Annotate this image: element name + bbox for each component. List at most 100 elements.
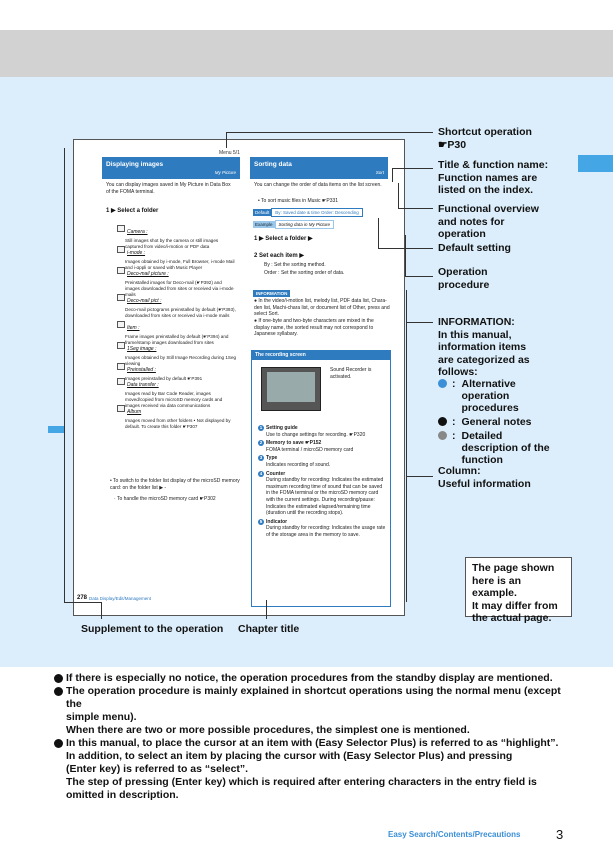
recording-item-heading: Memory to save ☛P152 <box>266 440 322 447</box>
recording-item-heading: Counter <box>266 470 286 477</box>
left-item-name: Album <box>127 409 142 415</box>
folder-icon <box>117 321 125 329</box>
recording-item-desc: During standby for recording: Indicates … <box>266 477 384 517</box>
callout-information: INFORMATION:In this manual,information i… <box>438 316 530 378</box>
supplement-2: · To handle the microSD memory card ☛P30… <box>114 496 216 502</box>
note-item: If there is especially no notice, the op… <box>54 672 574 685</box>
folder-icon <box>117 342 125 350</box>
left-item: Camera :Still images shot by the camera … <box>117 220 237 250</box>
left-item-desc: Deco-mail pictograms preinstalled by def… <box>125 307 236 318</box>
item-number-icon: 3 <box>258 455 264 462</box>
information-1: ● In the video/i-motion list, melody lis… <box>254 298 390 318</box>
callout-supplement: Supplement to the operation <box>81 623 224 635</box>
recording-item-heading: Setting guide <box>266 425 298 431</box>
left-item-name: 1Seg image : <box>127 346 157 352</box>
left-item-desc: Frame images preinstalled by default (☛P… <box>125 334 229 345</box>
folder-icon <box>117 378 125 386</box>
phone-screen-illustration <box>261 367 321 411</box>
left-item: 1Seg image : Images obtained by Still Ima… <box>117 337 237 367</box>
left-item-desc: Images obtained by Still Image Recording… <box>125 355 237 366</box>
left-item-desc: Preinstalled images for Deco-mail (☛P392… <box>125 280 234 297</box>
left-step-1: 1 ▶ Select a folder <box>106 208 159 214</box>
item-number-icon: 5 <box>258 518 264 525</box>
recording-item-desc: During standby for recording: Indicates … <box>266 525 386 538</box>
information-item-label: Detailed description of the function <box>461 430 550 466</box>
right-bullet: • To sort music files in Music ☛P331 <box>258 198 339 204</box>
callout-column: Column:Useful information <box>438 465 531 490</box>
information-label: INFORMATION <box>253 290 291 297</box>
order-text: Order : Set the sorting order of data. <box>264 270 345 276</box>
line-shortcut-v <box>226 132 227 148</box>
line-supplement-drop <box>101 602 102 619</box>
section-tab <box>578 155 613 172</box>
recording-title: The recording screen <box>252 351 390 360</box>
recording-item-heading: Indicator <box>266 518 288 525</box>
information-2: ● If one-byte and two-byte characters ar… <box>254 318 374 338</box>
note-continuation: In addition, to select an item by placin… <box>66 750 513 762</box>
left-item: Deco-mail picture : Preinstalled images f… <box>117 262 237 298</box>
note-continuation: omitted in description. <box>66 789 179 801</box>
left-item-name: Data transfer : <box>127 382 159 388</box>
line-default-v <box>378 218 379 248</box>
left-item-name: Deco-mail pict : <box>127 298 162 304</box>
left-item-name: Deco-mail picture : <box>127 271 169 277</box>
information-item-label: Alternative operation procedures <box>461 378 519 414</box>
recording-item-desc: Indicates recording of sound. <box>266 461 331 468</box>
right-step-1: 1 ▶ Select a folder ▶ <box>254 236 313 242</box>
left-item: Data transfer :Images read by Bar Code R… <box>117 373 237 409</box>
left-item-name: Item : <box>127 325 140 331</box>
left-intro: You can display images saved in My Pictu… <box>106 182 231 195</box>
footer-title: Easy Search/Contents/Precautions <box>388 830 521 839</box>
left-item: i-mode :Images obtained by i-mode, Full … <box>117 241 237 271</box>
line-title <box>392 168 433 169</box>
bullet-icon <box>438 379 447 388</box>
note-continuation: simple menu). <box>66 711 137 723</box>
folder-icon <box>117 294 125 302</box>
left-item-desc: Images preinstalled by default ☛P391 <box>125 376 203 381</box>
left-item: Preinstalled : Images preinstalled by def… <box>117 358 237 382</box>
information-item-label: General notes <box>461 416 532 428</box>
menu-number: Menu 5/1 <box>219 150 240 156</box>
sample-page-number: 278 <box>77 595 88 601</box>
line-shortcut <box>226 132 433 133</box>
folder-icon <box>117 246 125 254</box>
item-number-icon: 4 <box>258 470 264 477</box>
footer-page-number: 3 <box>556 827 564 842</box>
callout-default-setting: Default setting <box>438 242 511 254</box>
left-item: Deco-mail pict : Deco-mail pictograms pre… <box>117 289 237 319</box>
notes-list: If there is especially no notice, the op… <box>54 672 574 802</box>
line-operation <box>405 276 433 277</box>
line-info-v <box>406 290 407 360</box>
top-gray-band <box>0 30 613 77</box>
recording-item-desc: Use to change settings for recording. ☛P… <box>266 431 366 438</box>
line-operation-v <box>405 235 406 276</box>
line-info <box>406 322 433 323</box>
callout-title-function: Title & function name:Function names are… <box>438 159 549 196</box>
line-title-v <box>392 168 393 182</box>
sample-page: Menu 5/1 Displaying images My Picture So… <box>73 139 405 616</box>
right-intro: You can change the order of data items o… <box>254 182 382 188</box>
left-item-name: Preinstalled : <box>127 367 156 373</box>
line-overview-v <box>398 183 399 208</box>
note-continuation: The step of pressing (Enter key) which i… <box>66 776 537 788</box>
bullet-icon <box>438 417 447 426</box>
left-title: Displaying images <box>106 161 164 168</box>
bullet-icon <box>438 431 447 440</box>
recording-item-heading: Type <box>266 455 278 462</box>
left-item-desc: Images obtained by i-mode, Full Browser,… <box>125 259 235 270</box>
information-item: :General notes <box>438 416 588 428</box>
callout-shortcut: Shortcut operation☛P30 <box>438 126 532 151</box>
left-marker <box>48 426 64 433</box>
item-number-icon: 1 <box>258 425 264 431</box>
folder-icon <box>117 363 125 371</box>
information-item-list: :Alternative operation procedures:Genera… <box>438 378 588 468</box>
